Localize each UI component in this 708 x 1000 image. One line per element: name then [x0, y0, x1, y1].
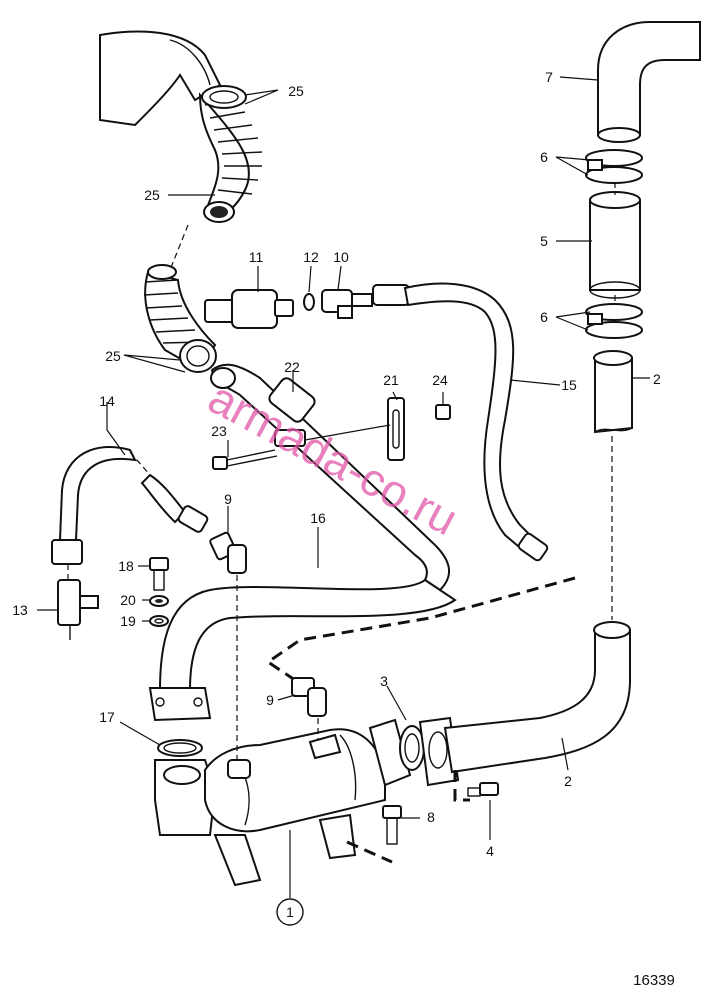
label-2-upper: 2 — [653, 371, 661, 387]
drawing-number: 16339 — [633, 972, 675, 989]
sleeve-5-part — [589, 191, 641, 299]
label-9-upper: 9 — [224, 491, 232, 507]
sensor-11-part — [204, 289, 294, 329]
heat-exchanger-part — [154, 728, 386, 887]
label-19: 19 — [120, 613, 136, 629]
label-7: 7 — [545, 69, 553, 85]
hose-clamp-6-upper-part — [585, 149, 643, 184]
label-5: 5 — [540, 233, 548, 249]
label-6-upper: 6 — [540, 149, 548, 165]
leader-lines — [37, 76, 650, 898]
label-1: 1 — [286, 904, 294, 920]
bolt-4-part — [467, 782, 499, 797]
label-22: 22 — [284, 359, 300, 375]
label-2-lower: 2 — [564, 773, 572, 789]
watermark-text: armada-co.ru — [200, 371, 466, 545]
label-8: 8 — [427, 809, 435, 825]
bolt-8-part — [382, 805, 402, 845]
label-12: 12 — [303, 249, 319, 265]
hose-15-route-dash — [265, 576, 576, 692]
label-25-lower: 25 — [105, 348, 121, 364]
nipple-9-upper-part — [209, 531, 247, 574]
pipe-22-part — [210, 363, 450, 592]
label-17: 17 — [99, 709, 115, 725]
label-23: 23 — [211, 423, 227, 439]
hose-14-part — [51, 445, 209, 565]
label-20: 20 — [120, 592, 136, 608]
washer-20-part — [149, 595, 169, 607]
screw-18-part — [149, 557, 169, 591]
label-16: 16 — [310, 510, 326, 526]
fitting-13-part — [57, 579, 99, 640]
nipple-9-lower-part — [291, 677, 327, 717]
label-11: 11 — [249, 249, 264, 265]
pipe-2-upper-part — [593, 350, 633, 434]
flange-17-part — [148, 687, 212, 757]
hose-connection-dash — [169, 224, 189, 271]
label-25-top: 25 — [288, 83, 304, 99]
label-10: 10 — [333, 249, 349, 265]
label-21: 21 — [383, 372, 399, 388]
bolt-23-part — [212, 449, 278, 470]
pipe-16-part — [158, 578, 457, 691]
bolt-8-dash — [346, 840, 393, 864]
label-6-lower: 6 — [540, 309, 548, 325]
nut-24-part — [435, 404, 451, 420]
corrugated-hose-lower-part — [143, 264, 217, 373]
bracket-21-part — [387, 397, 405, 461]
pipe-7-part — [597, 21, 701, 143]
bracket-connection-line — [304, 424, 391, 441]
label-25-middle: 25 — [144, 187, 160, 203]
pipe-2-lower-part — [443, 621, 631, 774]
label-3: 3 — [380, 673, 388, 689]
fitting-10-part — [321, 289, 373, 319]
label-13: 13 — [12, 602, 28, 618]
label-24: 24 — [432, 372, 448, 388]
label-4: 4 — [486, 843, 494, 859]
washer-12-part — [303, 293, 315, 311]
label-1-circle — [276, 898, 304, 926]
hose-clamp-6-lower-part — [585, 303, 643, 339]
label-14: 14 — [99, 393, 115, 409]
label-18: 18 — [118, 558, 134, 574]
hose-15-part — [372, 282, 549, 562]
hose-14-dash — [129, 451, 151, 476]
corrugated-hose-upper-part — [198, 85, 263, 223]
washer-19-part — [149, 615, 169, 627]
label-15: 15 — [561, 377, 577, 393]
flange-3-part — [368, 716, 460, 787]
label-9-lower: 9 — [266, 692, 274, 708]
bolt-4-dash — [453, 770, 470, 802]
